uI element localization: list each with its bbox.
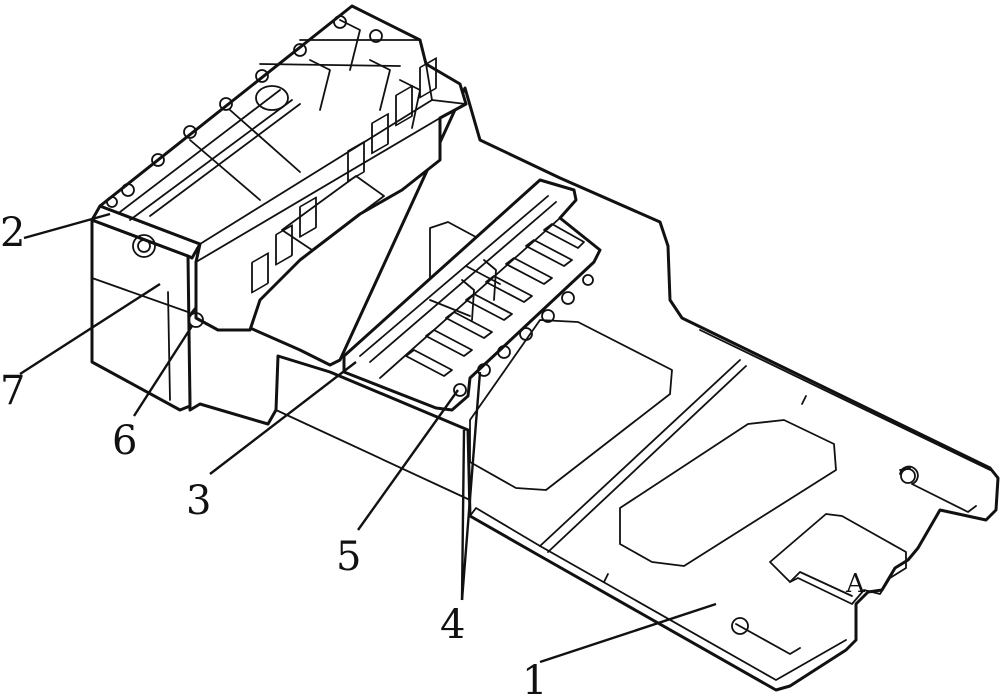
leader-4b (460, 371, 482, 601)
mount-hole (188, 312, 204, 328)
part-labels: 1 2 3 4 5 6 7 A (0, 210, 866, 698)
slot-row (405, 223, 585, 377)
pin-row (453, 274, 594, 397)
leader-5 (357, 389, 459, 531)
leader-7 (19, 282, 161, 376)
label-a: A (845, 569, 866, 599)
label-5: 5 (336, 534, 361, 580)
leader-6 (132, 325, 194, 417)
label-3: 3 (186, 478, 211, 524)
housing-block (90, 4, 468, 412)
label-4: 4 (440, 602, 465, 648)
leader-2 (23, 212, 111, 240)
base-plate (186, 86, 1000, 692)
leader-3 (209, 361, 357, 475)
slider-assembly (342, 178, 602, 412)
label-7: 7 (0, 368, 25, 414)
leader-lines (19, 212, 717, 664)
label-1: 1 (522, 658, 547, 698)
label-2: 2 (0, 210, 25, 256)
leader-4a (460, 429, 466, 601)
label-6: 6 (112, 418, 137, 464)
leader-1 (539, 602, 717, 664)
